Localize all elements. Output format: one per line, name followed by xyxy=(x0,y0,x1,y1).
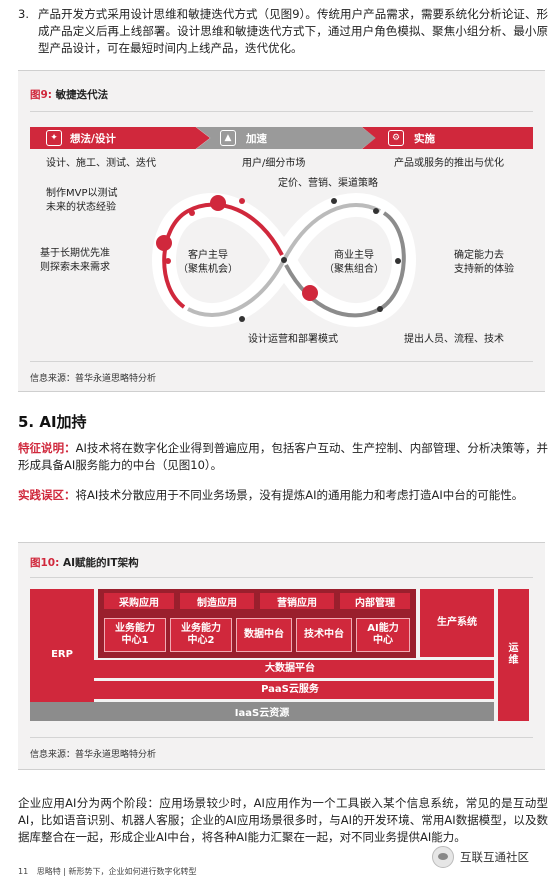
loop-dot xyxy=(373,208,379,214)
item-text: 产品开发方式采用设计思维和敏捷迭代方式（见图9）。传统用户产品需求，需要系统化分… xyxy=(38,7,548,55)
paragraph-item-3: 3. 产品开发方式采用设计思维和敏捷迭代方式（见图9）。传统用户产品需求，需要系… xyxy=(18,6,548,57)
loop-dot xyxy=(377,306,383,312)
section-heading: 5. AI加持 xyxy=(18,413,87,431)
loop-dot xyxy=(165,258,171,264)
page-number: 11 xyxy=(18,867,29,876)
loop-dot xyxy=(281,257,287,263)
item-number: 3. xyxy=(18,7,29,21)
label-mvp: 制作MVP以测试 未来的状态经验 xyxy=(46,188,118,213)
label-long-term: 基于长期优先准 则探索未来需求 xyxy=(40,248,110,273)
figure-divider xyxy=(30,111,533,112)
infinity-loop-diagram xyxy=(152,193,416,327)
figure-9-title: 图9: 敏捷迭代法 xyxy=(30,89,109,101)
banner-idea-design: ✦ 想法/设计 xyxy=(30,127,210,149)
figure-10-source: 信息来源：普华永道思略特分析 xyxy=(30,750,157,760)
ai-stages-paragraph: 企业应用AI分为两个阶段：应用场景较少时，AI应用作为一个工具嵌入某个信息系统，… xyxy=(18,796,548,844)
label-ops-model: 设计运营和部署模式 xyxy=(248,334,338,345)
page-footer: 11 思略特 | 新形势下，企业如何进行数字化转型 xyxy=(18,866,197,877)
loop-dot xyxy=(189,210,195,216)
people-icon-1 xyxy=(210,195,226,211)
watermark-text: 互联互通社区 xyxy=(460,850,529,864)
misconception-paragraph: 实践误区：将AI技术分散应用于不同业务场景，没有提炼AI的通用能力和考虑打造AI… xyxy=(18,487,548,504)
rocket-icon: ▲ xyxy=(220,130,236,146)
figure-divider xyxy=(30,361,533,362)
misconception-text: 将AI技术分散应用于不同业务场景，没有提炼AI的通用能力和考虑打造AI中台的可能… xyxy=(75,488,524,502)
loop-dot xyxy=(395,258,401,264)
lightbulb-icon: ✦ xyxy=(46,130,62,146)
app-manufacturing: 制造应用 xyxy=(180,593,254,609)
loop-dot xyxy=(239,198,245,204)
label-user-market: 用户/细分市场 xyxy=(242,158,306,169)
misconception-label: 实践误区： xyxy=(18,488,76,502)
loop-dot xyxy=(239,316,245,322)
data-middle-platform: 数据中台 xyxy=(236,618,292,652)
figure-divider xyxy=(30,737,533,738)
app-marketing: 营销应用 xyxy=(260,593,334,609)
big-data-platform: 大数据平台 xyxy=(86,660,494,678)
people-icon-3 xyxy=(302,285,318,301)
label-people-process-tech: 提出人员、流程、技术 xyxy=(404,334,504,345)
business-capability-center-2: 业务能力 中心2 xyxy=(170,618,232,652)
figure-divider xyxy=(30,577,533,578)
figure-9-agile-iteration: 图9: 敏捷迭代法 ✦ 想法/设计 ▲ 加速 ⚙ 实施 设计、施工、测试、迭代 … xyxy=(18,70,545,392)
feature-text: AI技术将在数字化企业得到普遍应用，包括客户互动、生产控制、内部管理、分析决策等… xyxy=(18,441,548,472)
footer-separator: | xyxy=(63,867,66,876)
label-customer-led: 客户主导 （聚焦机会） xyxy=(178,250,238,275)
gear-icon: ⚙ xyxy=(388,130,404,146)
banner-accelerate: ▲ 加速 xyxy=(196,127,376,149)
label-product-launch: 产品或服务的推出与优化 xyxy=(394,158,504,169)
feature-label: 特征说明： xyxy=(18,441,76,455)
label-business-led: 商业主导 （聚焦组合） xyxy=(324,250,384,275)
figure-10-title: 图10: AI赋能的IT架构 xyxy=(30,557,139,569)
operations-block: 运 维 xyxy=(498,589,529,721)
wechat-icon xyxy=(432,846,454,868)
tech-middle-platform: 技术中台 xyxy=(296,618,352,652)
feature-paragraph: 特征说明：AI技术将在数字化企业得到普遍应用，包括客户互动、生产控制、内部管理、… xyxy=(18,440,548,474)
figure-9-source: 信息来源：普华永道思略特分析 xyxy=(30,374,157,384)
label-design-build-test: 设计、施工、测试、迭代 xyxy=(46,158,156,169)
erp-block: ERP xyxy=(30,589,94,721)
footer-brand: 思略特 xyxy=(36,867,61,876)
watermark: 互联互通社区 xyxy=(432,846,529,868)
ai-capability-center: AI能力 中心 xyxy=(356,618,410,652)
footer-title: 新形势下，企业如何进行数字化转型 xyxy=(68,867,197,876)
app-internal-management: 内部管理 xyxy=(340,593,410,609)
production-system-block: 生产系统 xyxy=(420,589,494,657)
figure-10-ai-it-architecture: 图10: AI赋能的IT架构 ERP 采购应用 制造应用 营销应用 内部管理 业… xyxy=(18,542,545,770)
label-pricing: 定价、营销、渠道策略 xyxy=(278,178,378,189)
business-capability-center-1: 业务能力 中心1 xyxy=(104,618,166,652)
loop-dot xyxy=(331,198,337,204)
application-row: 采购应用 制造应用 营销应用 内部管理 xyxy=(98,589,416,613)
app-procurement: 采购应用 xyxy=(104,593,174,609)
people-icon-2 xyxy=(156,235,172,251)
loop-red-left xyxy=(162,202,284,309)
label-capability: 确定能力去 支持新的体验 xyxy=(454,250,514,275)
banner-implement: ⚙ 实施 xyxy=(362,127,533,149)
paas-cloud-service: PaaS云服务 xyxy=(86,681,494,699)
capability-center-row: 业务能力 中心1 业务能力 中心2 数据中台 技术中台 AI能力 中心 xyxy=(98,613,416,658)
iaas-cloud-resource: IaaS云资源 xyxy=(30,702,494,721)
